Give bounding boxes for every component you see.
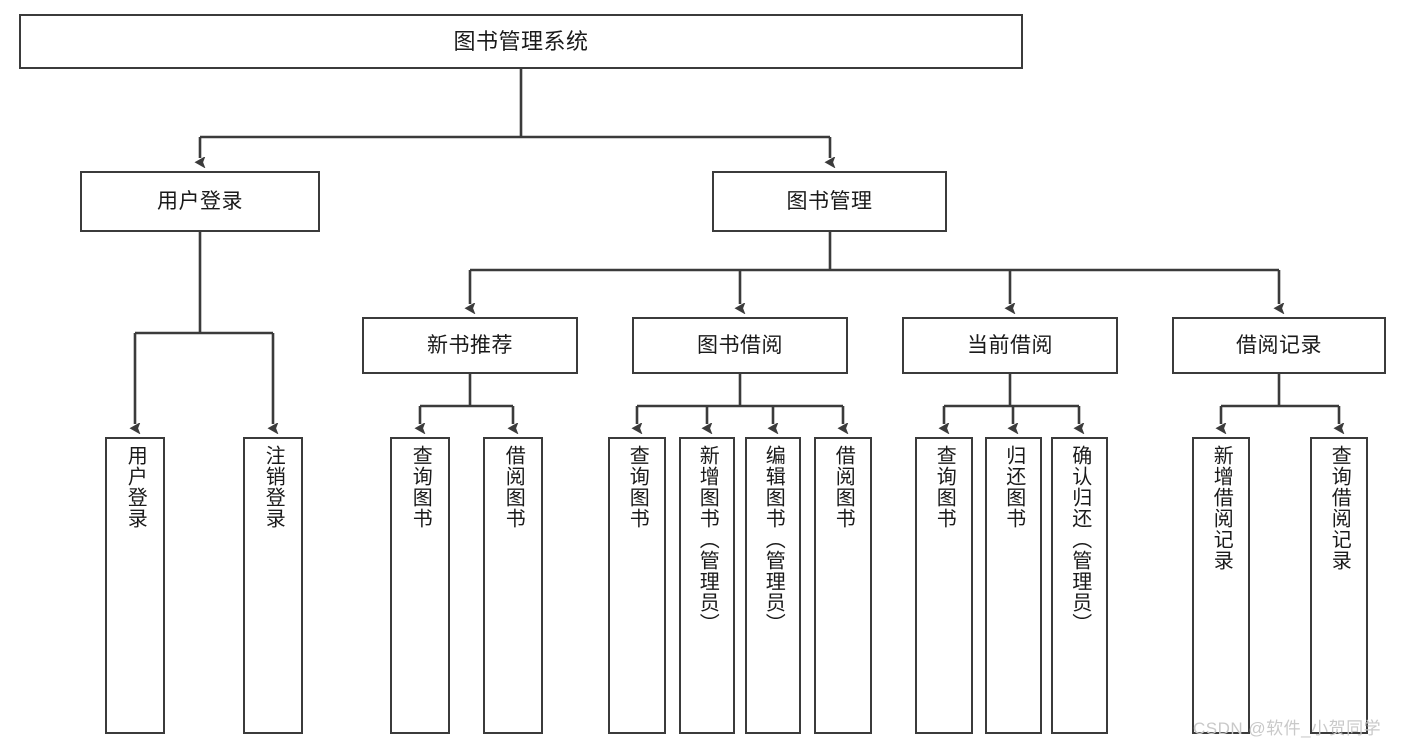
leaf-user-logout[interactable]: 注销登录 <box>243 437 303 734</box>
connector-borrow-to-leaves <box>637 374 843 424</box>
leaf-user-logout-label: 注销登录 <box>262 445 285 529</box>
connector-records-to-leaves <box>1221 374 1339 424</box>
node-book-management[interactable]: 图书管理 <box>712 171 947 232</box>
leaf-return-books-label: 归还图书 <box>1002 445 1025 529</box>
leaf-add-borrow-record-label: 新增借阅记录 <box>1210 445 1233 571</box>
node-borrow-records[interactable]: 借阅记录 <box>1172 317 1386 374</box>
leaf-user-login-label: 用户登录 <box>124 445 147 529</box>
leaf-borrow-books[interactable]: 借阅图书 <box>814 437 872 734</box>
leaf-query-books-borrow-label: 查询图书 <box>626 445 649 529</box>
node-current-borrow-label: 当前借阅 <box>967 333 1053 357</box>
node-user-login[interactable]: 用户登录 <box>80 171 320 232</box>
leaf-add-book-admin[interactable]: 新增图书（管理员） <box>679 437 735 734</box>
node-book-borrow-label: 图书借阅 <box>697 333 783 357</box>
leaf-borrow-books-recommend[interactable]: 借阅图书 <box>483 437 543 734</box>
node-current-borrow[interactable]: 当前借阅 <box>902 317 1118 374</box>
leaf-edit-book-admin[interactable]: 编辑图书（管理员） <box>745 437 801 734</box>
node-user-login-label: 用户登录 <box>157 189 243 213</box>
node-book-borrow[interactable]: 图书借阅 <box>632 317 848 374</box>
leaf-query-books-borrow[interactable]: 查询图书 <box>608 437 666 734</box>
connector-books-to-groups <box>470 232 1279 304</box>
connector-newbooks-to-leaves <box>420 374 513 424</box>
leaf-confirm-return-admin-label: 确认归还（管理员） <box>1068 445 1091 634</box>
leaf-query-borrow-record[interactable]: 查询借阅记录 <box>1310 437 1368 734</box>
node-borrow-records-label: 借阅记录 <box>1236 333 1322 357</box>
leaf-borrow-books-recommend-label: 借阅图书 <box>502 445 525 529</box>
leaf-query-books-recommend-label: 查询图书 <box>409 445 432 529</box>
leaf-add-book-admin-label: 新增图书（管理员） <box>696 445 719 634</box>
node-new-book-recommend[interactable]: 新书推荐 <box>362 317 578 374</box>
leaf-user-login[interactable]: 用户登录 <box>105 437 165 734</box>
leaf-query-borrow-record-label: 查询借阅记录 <box>1328 445 1351 571</box>
node-new-book-recommend-label: 新书推荐 <box>427 333 513 357</box>
node-root[interactable]: 图书管理系统 <box>19 14 1023 69</box>
connector-current-to-leaves <box>944 374 1079 424</box>
leaf-edit-book-admin-label: 编辑图书（管理员） <box>762 445 785 634</box>
node-root-label: 图书管理系统 <box>453 28 589 54</box>
watermark: CSDN @软件_小贺同学 <box>1193 719 1382 738</box>
leaf-add-borrow-record[interactable]: 新增借阅记录 <box>1192 437 1250 734</box>
leaf-confirm-return-admin[interactable]: 确认归还（管理员） <box>1051 437 1108 734</box>
connector-root-to-level2 <box>200 69 830 158</box>
leaf-query-books-current[interactable]: 查询图书 <box>915 437 973 734</box>
leaf-query-books-recommend[interactable]: 查询图书 <box>390 437 450 734</box>
leaf-borrow-books-label: 借阅图书 <box>832 445 855 529</box>
leaf-query-books-current-label: 查询图书 <box>933 445 956 529</box>
leaf-return-books[interactable]: 归还图书 <box>985 437 1042 734</box>
connector-login-to-leaves <box>135 232 273 424</box>
node-book-management-label: 图书管理 <box>786 189 873 213</box>
